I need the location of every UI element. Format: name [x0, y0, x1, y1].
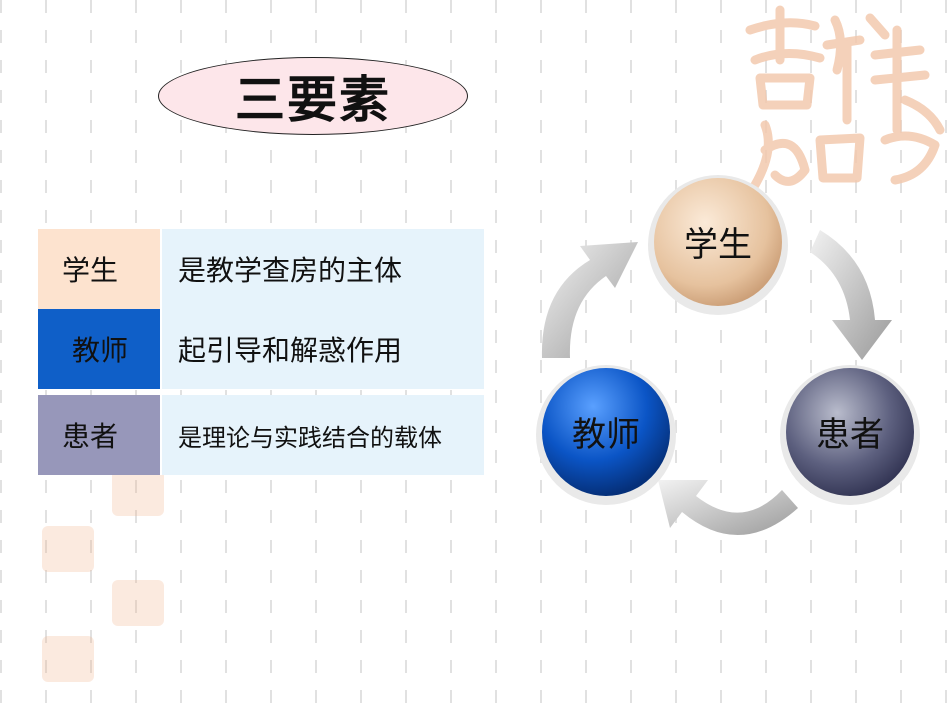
- node-student: 学生: [648, 175, 788, 315]
- table-row: 教师 起引导和解惑作用: [38, 309, 484, 389]
- node-patient: 患者: [780, 365, 920, 505]
- arrow-teacher-to-student: [541, 242, 638, 358]
- auspicious-seal-icon: [42, 526, 94, 572]
- description-cell: 是教学查房的主体: [160, 229, 484, 309]
- role-cell: 教师: [38, 309, 160, 389]
- description-cell: 起引导和解惑作用: [160, 309, 484, 389]
- role-cell: 学生: [38, 229, 160, 309]
- table-row: 学生 是教学查房的主体: [38, 229, 484, 309]
- node-teacher: 教师: [536, 365, 676, 505]
- arrow-patient-to-teacher: [658, 480, 798, 536]
- auspicious-seal-icon: [745, 5, 945, 190]
- auspicious-seal-icon: [112, 580, 164, 626]
- cycle-arrows: [541, 230, 892, 536]
- role-cell: 患者: [38, 395, 160, 475]
- arrow-student-to-patient: [810, 230, 892, 360]
- auspicious-seal-icon: [42, 636, 94, 682]
- node-label-teacher: 教师: [572, 415, 640, 455]
- node-label-student: 学生: [684, 225, 752, 265]
- auspicious-seal-icon: [112, 470, 164, 516]
- cycle-diagram: 学生 患者 教师: [536, 175, 920, 536]
- node-label-patient: 患者: [816, 415, 884, 455]
- table-row: 患者 是理论与实践结合的载体: [38, 395, 484, 475]
- description-cell: 是理论与实践结合的载体: [160, 395, 484, 475]
- page-title: 三要素: [158, 57, 468, 135]
